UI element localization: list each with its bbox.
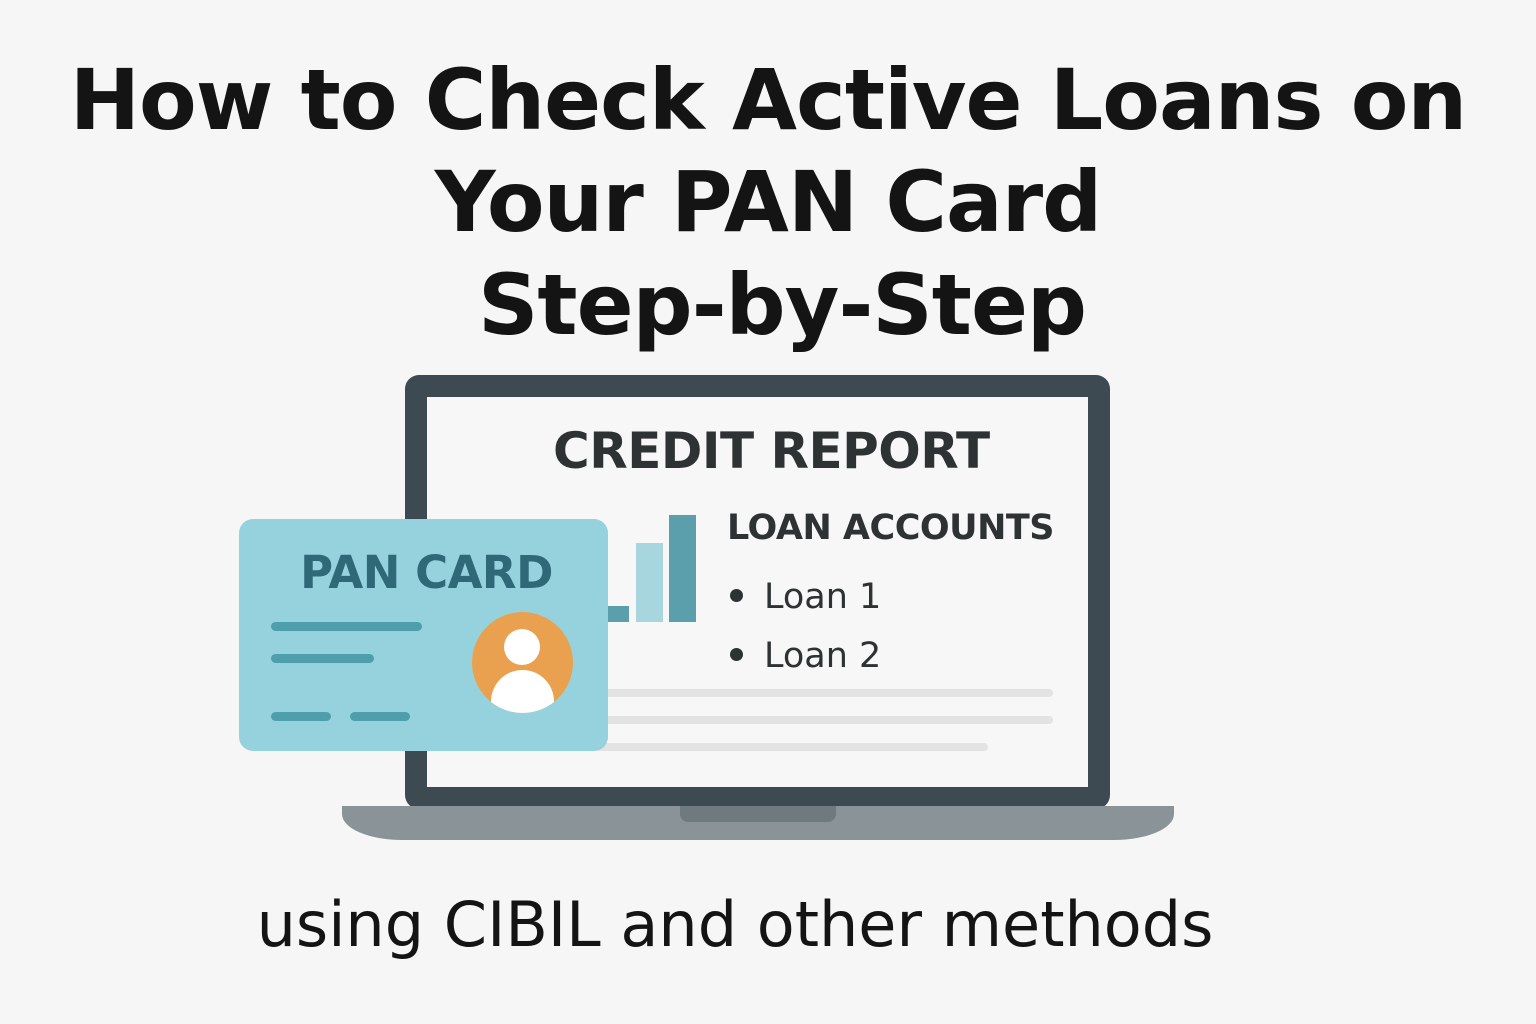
loan-list-item: Loan 1 [730,575,881,619]
user-avatar-icon [472,612,573,713]
chart-bar-tall [669,515,696,622]
card-text-line [271,712,331,721]
loan-accounts-heading: LOAN ACCOUNTS [727,508,1054,548]
avatar-body [491,670,554,713]
credit-report-title: CREDIT REPORT [553,422,990,480]
avatar-head [504,629,540,665]
bullet-icon [730,647,743,661]
pan-card: PAN CARD [239,519,608,751]
placeholder-text-line [590,689,1053,697]
card-text-line [271,654,374,663]
loan-list-item: Loan 2 [730,634,881,678]
laptop-notch [680,806,836,822]
placeholder-text-line [590,743,988,751]
card-text-line [271,622,422,631]
placeholder-text-line [590,716,1053,724]
headline-line-2: Your PAN Card [434,153,1103,251]
card-text-line [350,712,410,721]
headline-line-3: Step-by-Step [477,256,1087,354]
chart-bar-medium [636,543,663,622]
headline-line-1: How to Check Active Loans on [69,51,1467,149]
bullet-icon [730,588,743,602]
chart-bar-small [605,606,629,622]
pan-card-title: PAN CARD [300,546,553,599]
loan-label: Loan 1 [764,577,882,617]
loan-label: Loan 2 [764,636,882,676]
subtitle: using CIBIL and other methods [256,888,1214,961]
